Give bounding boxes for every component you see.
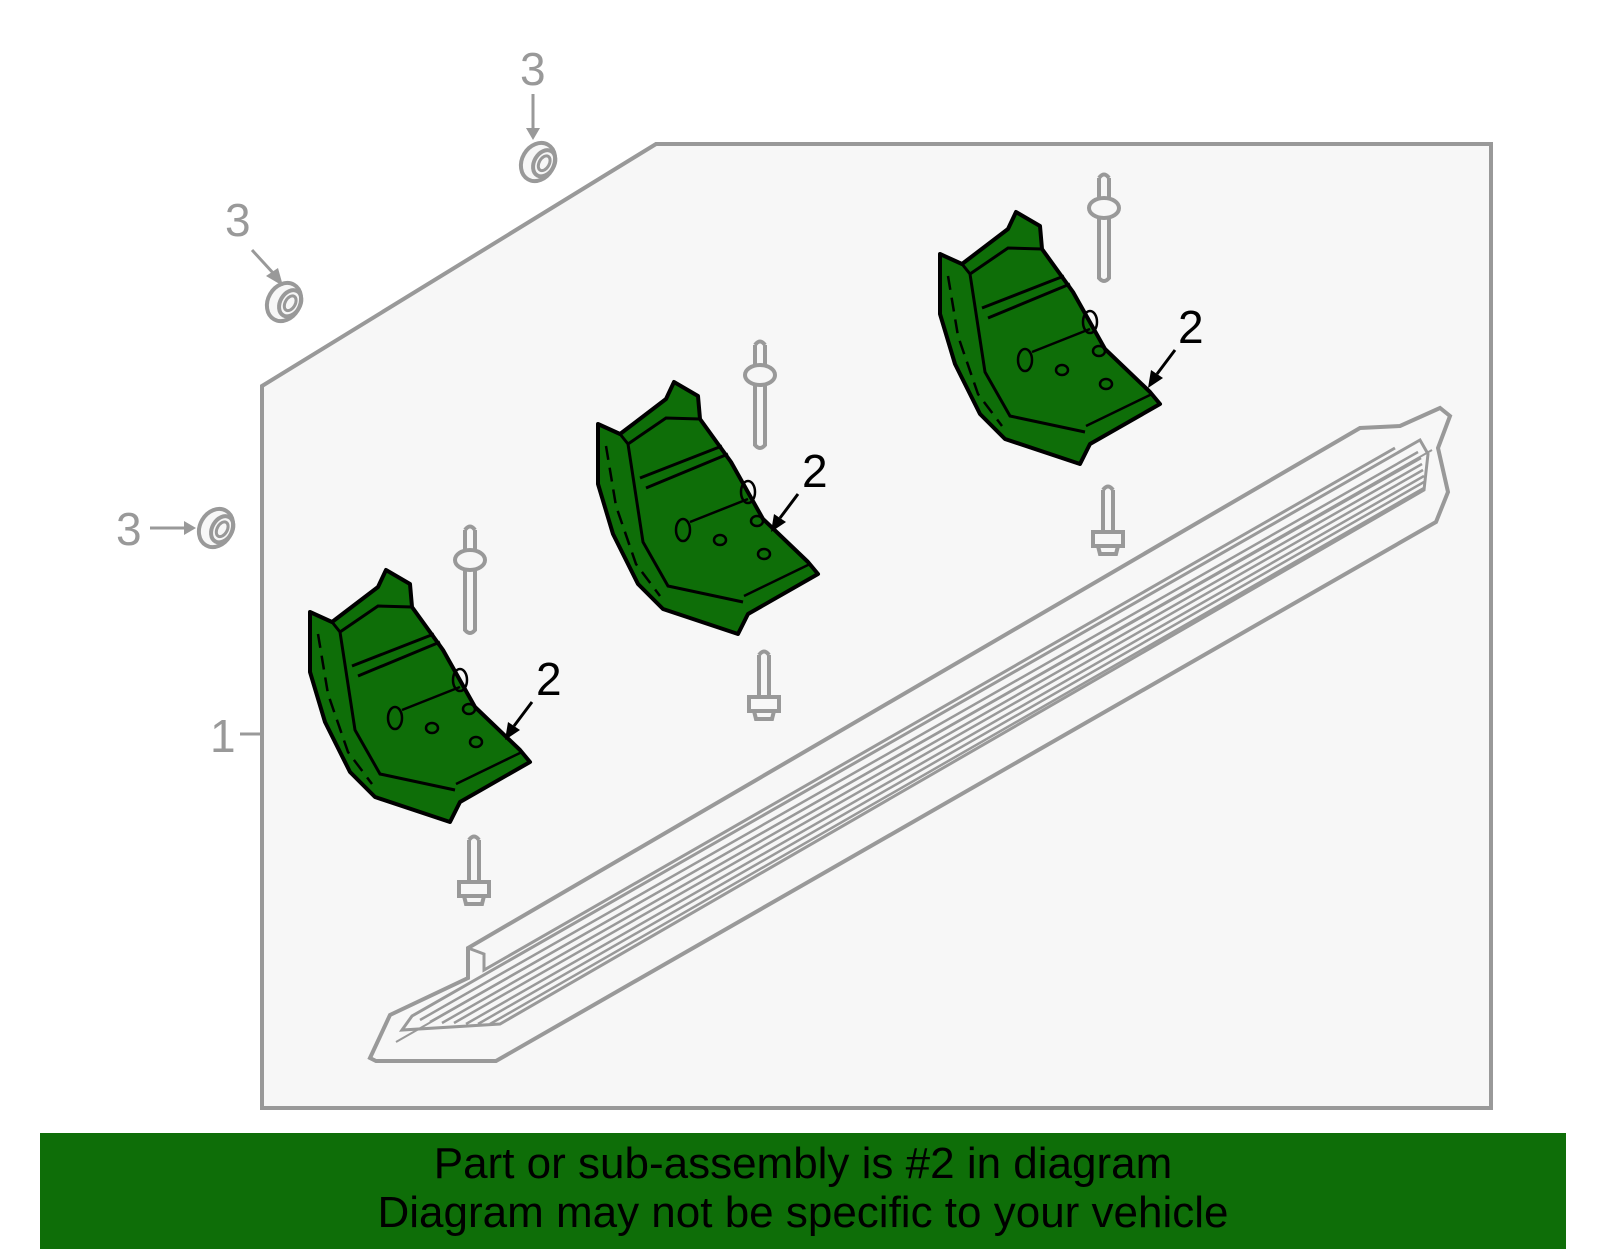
bracket-leader-2 — [771, 493, 800, 532]
nut-leader-3 — [150, 521, 196, 535]
assembly-panel — [260, 142, 1493, 1110]
nut-1 — [512, 134, 564, 190]
callout-bracket-1: 2 — [536, 653, 562, 705]
callout-nut-3: 3 — [116, 503, 142, 555]
nut-leader-1 — [526, 94, 540, 140]
running-board — [367, 405, 1453, 1063]
bracket-leader-3 — [1148, 349, 1177, 388]
callout-nut-2: 3 — [225, 194, 251, 246]
banner-line-disclaimer: Diagram may not be specific to your vehi… — [377, 1188, 1229, 1237]
callout-nut-1: 3 — [520, 43, 546, 95]
nut-leader-2 — [250, 248, 283, 286]
nut-3 — [190, 500, 242, 556]
bracket-leader-1 — [505, 701, 534, 740]
callout-bracket-3: 2 — [1178, 301, 1204, 353]
info-banner: Part or sub-assembly is #2 in diagram Di… — [40, 1133, 1566, 1249]
banner-line-part: Part or sub-assembly is #2 in diagram — [433, 1139, 1173, 1188]
nut-2 — [258, 274, 310, 330]
callout-assembly: 1 — [210, 710, 236, 762]
callout-bracket-2: 2 — [802, 445, 828, 497]
